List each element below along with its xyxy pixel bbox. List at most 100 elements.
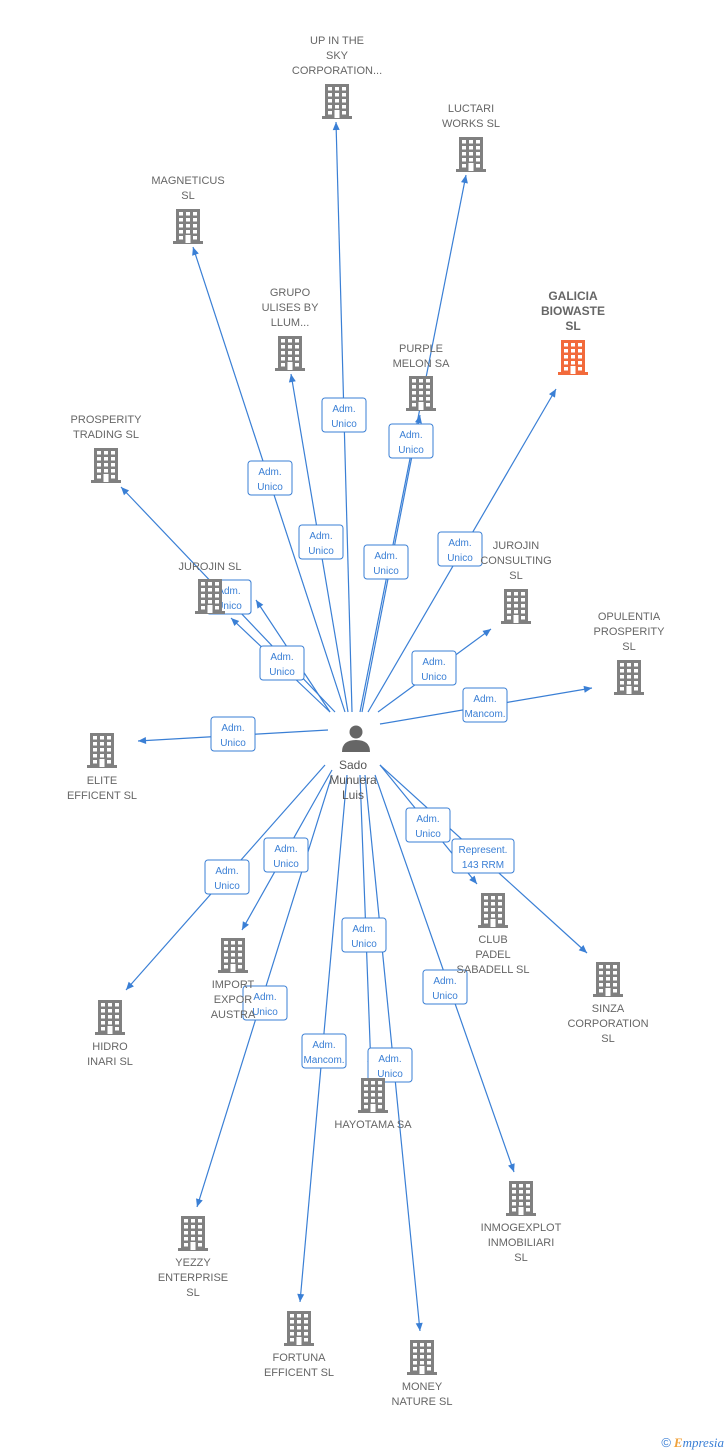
edge-label-box: [363, 544, 409, 580]
edge-label-hayotama[interactable]: Adm.Unico: [341, 917, 387, 953]
node-label: NATURE SL: [392, 1396, 453, 1408]
edge-label-galicia-biowaste[interactable]: Adm. Unico: [437, 531, 483, 567]
node-label: MAGNETICUS: [151, 175, 224, 187]
edge-label-box: [437, 531, 483, 567]
node-label: UP IN THE: [310, 35, 364, 47]
edge-label-text: Adm.: [378, 1054, 401, 1065]
node-label: SKY: [326, 50, 349, 62]
brand-name: mpresia: [682, 1435, 724, 1450]
edge-label-hidro-inari[interactable]: Adm.Unico: [204, 859, 250, 895]
arrowhead: [126, 981, 134, 990]
node-label: PROSPERITY: [71, 414, 143, 426]
arrowhead: [508, 1163, 515, 1172]
building-icon: [322, 84, 352, 119]
building-icon: [614, 660, 644, 695]
node-label: CORPORATION...: [292, 65, 382, 77]
edge-label-up-in-the-sky[interactable]: Adm.Unico: [321, 397, 367, 433]
node-yezzy[interactable]: YEZZY ENTERPRISE SL: [158, 1216, 228, 1299]
building-icon: [178, 1216, 208, 1251]
edge-label-money-nature[interactable]: Adm.Unico: [367, 1047, 413, 1083]
edge-label-fortuna[interactable]: Adm.Mancom.: [301, 1033, 347, 1069]
edge-label-luctari-works[interactable]: Adm.Unico: [388, 423, 434, 459]
building-icon: [95, 1000, 125, 1035]
arrowhead: [469, 875, 477, 884]
edge-label-elite-efficent[interactable]: Adm.Unico: [210, 716, 256, 752]
node-hayotama[interactable]: HAYOTAMA SA: [334, 1078, 412, 1131]
edge-label-text: Unico: [252, 1007, 278, 1018]
edge-label-text: Unico: [273, 859, 299, 870]
node-label: OPULENTIA: [598, 611, 661, 623]
node-label: IMPORT: [212, 979, 255, 991]
node-label: SABADELL SL: [457, 964, 530, 976]
node-label: EXPOR: [214, 994, 253, 1006]
node-label: SL: [565, 319, 580, 333]
node-label: TRADING SL: [73, 429, 139, 441]
arrowhead: [297, 1293, 305, 1302]
edge-label-text: Adm.: [448, 538, 471, 549]
edge-label-box: [367, 1047, 413, 1083]
node-jurojin-sl[interactable]: JUROJIN SL: [179, 561, 242, 614]
edge-label-yezzy[interactable]: Adm.Unico: [242, 985, 288, 1021]
edge-label-magneticus[interactable]: Adm.Unico: [247, 460, 293, 496]
edge-label-text: Adm.: [270, 652, 293, 663]
building-icon: [91, 448, 121, 483]
edge-label-import-export[interactable]: Adm.Unico: [263, 837, 309, 873]
edge-label-purple-melon[interactable]: Adm.Unico: [363, 544, 409, 580]
node-label: INMOBILIARI: [488, 1237, 555, 1249]
edge-label-box: [259, 645, 305, 681]
edge-label-club-padel[interactable]: Adm.Unico: [405, 807, 451, 843]
node-label: YEZZY: [175, 1257, 211, 1269]
edge-label-opulentia[interactable]: Adm. Mancom.: [462, 687, 508, 723]
center-label: Munuera: [329, 773, 377, 787]
node-label: ULISES BY: [262, 302, 320, 314]
edge-label-jurojin-consulting[interactable]: Adm.Unico: [411, 650, 457, 686]
building-icon: [558, 340, 588, 375]
edge-label-grupo-ulises[interactable]: Adm.Unico: [298, 524, 344, 560]
node-label: GALICIA: [548, 289, 598, 303]
node-up-in-the-sky[interactable]: UP IN THE SKY CORPORATION...: [292, 35, 382, 119]
arrowhead: [415, 1322, 423, 1331]
edge-label-text: Adm.: [473, 694, 496, 705]
edge-label-text: Adm.: [215, 866, 238, 877]
node-label: SL: [186, 1287, 199, 1299]
edge-label-text: Adm.: [416, 814, 439, 825]
edge-label-text: Mancom.: [464, 709, 505, 720]
edge-label-box: [451, 838, 515, 874]
node-label: GRUPO: [270, 287, 311, 299]
edge-label-text: Unico: [447, 553, 473, 564]
edge-label-box: [242, 985, 288, 1021]
footer-brand: ©Empresia: [661, 1435, 724, 1451]
building-icon: [284, 1311, 314, 1346]
edge-label-text: Unico: [257, 482, 283, 493]
edge-label-jurojin-sl[interactable]: Adm.Unico: [259, 645, 305, 681]
edge-label-box: [405, 807, 451, 843]
edge-label-text: Adm.: [422, 657, 445, 668]
node-label: HIDRO: [92, 1041, 128, 1053]
edge-label-box: [263, 837, 309, 873]
edge-label-inmogexplot[interactable]: Adm.Unico: [422, 969, 468, 1005]
node-label: ENTERPRISE: [158, 1272, 228, 1284]
node-label: HAYOTAMA SA: [334, 1119, 412, 1131]
arrowhead: [482, 629, 491, 637]
node-prosperity-trading[interactable]: PROSPERITY TRADING SL: [71, 414, 143, 483]
edge-label-sinza[interactable]: Represent.143 RRM: [451, 838, 515, 874]
edge-label-text: Adm.: [374, 551, 397, 562]
